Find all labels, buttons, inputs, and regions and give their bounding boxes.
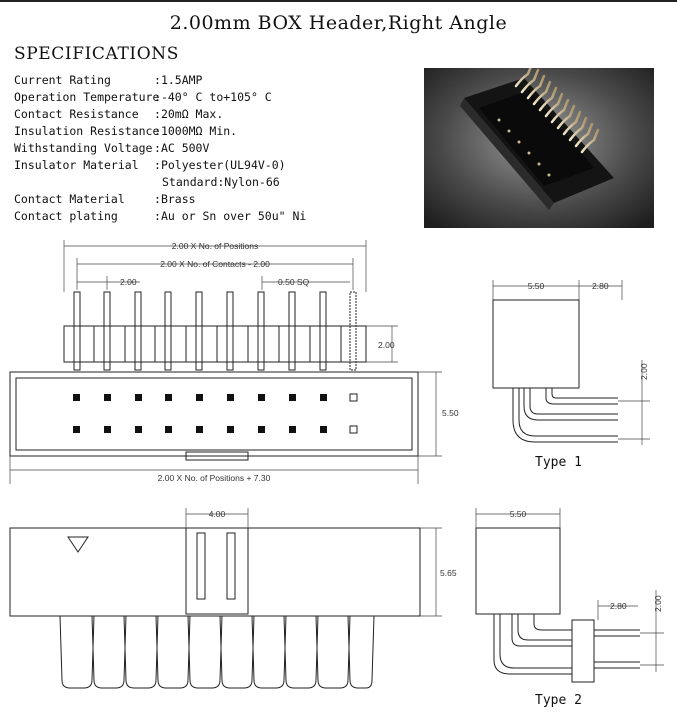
spec-label: Contact Resistance xyxy=(14,107,139,121)
front-view-top xyxy=(9,291,419,461)
spec-label: Insulation Resistance xyxy=(14,124,160,138)
t1-dim-row: 2.00 xyxy=(639,363,649,380)
spec-sep: : xyxy=(154,192,161,206)
spec-label: Insulator Material xyxy=(14,158,139,172)
spec-label: Current Rating xyxy=(14,73,111,87)
specifications-heading: SPECIFICATIONS xyxy=(14,44,179,64)
spec-label: Contact Material xyxy=(14,192,125,206)
spec-row: Contact Resistance:20mΩ Max. xyxy=(14,107,223,121)
spec-sep: : xyxy=(154,90,161,104)
spec-row: Contact Material:Brass xyxy=(14,192,196,206)
front-view-bottom xyxy=(9,527,421,689)
spec-sep: : xyxy=(154,158,161,172)
dim-pin-sq: 0.50 SQ xyxy=(278,277,310,287)
t1-dim-width: 5.50 xyxy=(528,281,545,291)
spec-sep: : xyxy=(154,73,161,87)
spec-value: AC 500V xyxy=(160,141,210,155)
spec-value: -40° C to+105° C xyxy=(160,90,272,104)
spec-value: 1000MΩ Min. xyxy=(160,124,238,138)
spec-row: Contact plating:Au or Sn over 50u" Ni xyxy=(14,209,306,223)
spec-sep: : xyxy=(154,107,161,121)
spec-value: Polyester(UL94V-0) xyxy=(160,158,286,172)
pins-row xyxy=(73,291,357,371)
spec-value: Brass xyxy=(160,192,196,206)
dim-positions: 2.00 X No. of Positions xyxy=(172,241,258,251)
product-photo xyxy=(424,68,654,228)
spec-row: Current Rating:1.5AMP xyxy=(14,73,202,87)
spec-value: 20mΩ Max. xyxy=(160,107,224,121)
spec-value: 1.5AMP xyxy=(160,73,203,87)
type1-label: Type 1 xyxy=(535,455,582,470)
dim-contacts: 2.00 X No. of Contacts - 2.00 xyxy=(160,259,270,269)
spec-row: Insulator Material:Polyester(UL94V-0) xyxy=(14,158,286,172)
dim-key-width: 4.00 xyxy=(209,509,226,519)
type2-label: Type 2 xyxy=(535,693,582,708)
spec-sep: : xyxy=(154,124,161,138)
dim-pitch: 2.00 xyxy=(120,277,137,287)
dimension-lines-top xyxy=(9,240,442,484)
spec-value: Au or Sn over 50u" Ni xyxy=(160,209,307,223)
spec-sep: : xyxy=(154,141,161,155)
spec-row: Operation Temperature:-40° C to+105° C xyxy=(14,90,272,104)
t2-dim-width: 5.50 xyxy=(510,509,527,519)
t2-dim-row: 2.00 xyxy=(653,595,663,612)
type2-side-view xyxy=(475,527,640,683)
spec-sep: : xyxy=(154,209,161,223)
spec-label: Withstanding Voltage xyxy=(14,141,153,155)
dim-overall: 2.00 X No. of Positions + 7.30 xyxy=(158,473,271,483)
spec-row: Standard:Nylon-66 xyxy=(14,175,280,189)
dim-front-height: 5.65 xyxy=(440,568,457,578)
spec-row: Insulation Resistance:1000MΩ Min. xyxy=(14,124,237,138)
spec-label: Contact plating xyxy=(14,209,118,223)
spec-label: Operation Temperature xyxy=(14,90,160,104)
t1-dim-offset: 2.80 xyxy=(592,281,609,291)
dim-height: 5.50 xyxy=(442,408,459,418)
spec-value: Standard:Nylon-66 xyxy=(162,175,280,189)
contact-holes xyxy=(73,394,327,433)
dim-pin-height: 2.00 xyxy=(378,340,395,350)
page-title: 2.00mm BOX Header,Right Angle xyxy=(169,12,508,34)
top-rule xyxy=(0,0,677,2)
spec-row: Withstanding Voltage:AC 500V xyxy=(14,141,209,155)
type1-side-view xyxy=(492,299,618,443)
t2-dim-offset: 2.80 xyxy=(610,601,627,611)
